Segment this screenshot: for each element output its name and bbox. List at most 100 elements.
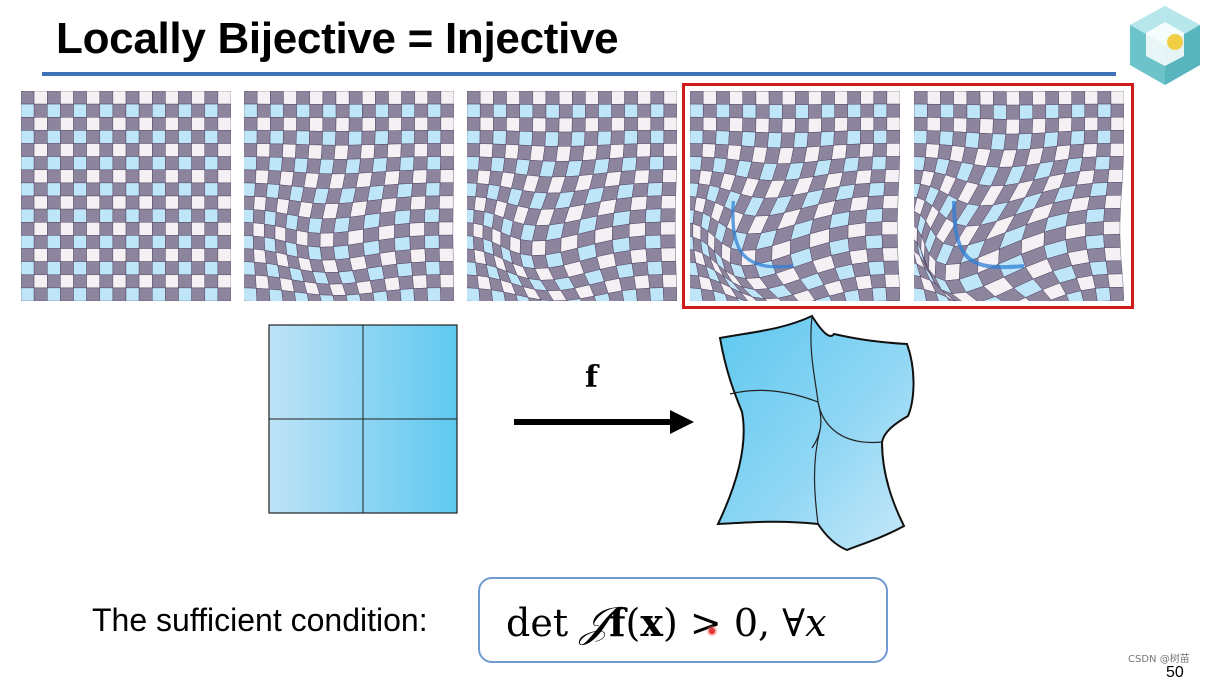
grid-cell	[60, 235, 74, 249]
grid-cell	[165, 169, 179, 184]
grid-cell	[347, 214, 366, 232]
grid-cell	[112, 261, 127, 275]
grid-cell	[60, 222, 74, 236]
grid-cell	[191, 143, 205, 157]
grid-cell	[438, 234, 454, 249]
grid-cell	[394, 236, 411, 252]
grid-cell	[399, 156, 415, 171]
grid-cell	[660, 221, 676, 236]
grid-cell	[413, 287, 428, 301]
grid-cell	[635, 156, 651, 171]
grid-cell	[344, 158, 361, 174]
grid-cell	[99, 287, 114, 301]
grid-cell	[359, 292, 375, 301]
grid-cell	[99, 143, 114, 157]
grid-cell	[178, 169, 192, 184]
grid-cell	[335, 91, 350, 105]
grid-cell	[631, 261, 649, 277]
grid-cell	[518, 131, 533, 146]
grid-cell	[47, 182, 61, 197]
grid-cell	[112, 195, 127, 210]
grid-cell	[609, 144, 625, 159]
grid-cell	[558, 91, 573, 105]
grid-cell	[663, 117, 677, 131]
reference-square	[268, 324, 458, 514]
grid-cell	[152, 195, 166, 210]
grid-cell	[645, 195, 662, 210]
grid-cell	[414, 103, 428, 118]
grid-cell	[178, 287, 192, 301]
grid-cell	[99, 222, 114, 236]
grid-cell	[112, 143, 127, 157]
grid-cell	[138, 130, 153, 144]
grid-cell	[363, 240, 380, 257]
grid-cell	[178, 182, 192, 197]
grid-cell	[730, 287, 749, 301]
grid-cell	[648, 274, 664, 289]
grid-cell	[73, 182, 87, 197]
grid-cell	[398, 275, 414, 290]
grid-cell	[425, 261, 441, 276]
grid-cell	[660, 195, 676, 210]
grid-cell	[515, 294, 530, 301]
grid-cell	[319, 246, 336, 261]
grid-cell	[86, 143, 100, 157]
grid-cell	[724, 293, 739, 301]
grid-cell	[86, 261, 100, 275]
grid-cell	[295, 144, 310, 159]
grid-cell	[381, 263, 399, 279]
grid-cell	[252, 222, 265, 238]
grid-cell	[401, 130, 415, 145]
grid-cell	[86, 248, 100, 262]
grid-cell	[662, 156, 677, 170]
grid-cell	[381, 184, 399, 200]
grid-cell	[21, 143, 35, 157]
grid-cell	[320, 218, 337, 234]
grid-cell	[244, 209, 254, 223]
grid-cell	[138, 117, 153, 131]
grid-panel-4	[690, 91, 900, 301]
grid-cell	[60, 208, 74, 223]
grid-cell	[650, 117, 665, 131]
grid-cell	[645, 248, 662, 263]
grid-cell	[637, 130, 651, 144]
grid-cell	[138, 182, 153, 197]
grid-cell	[333, 217, 351, 234]
grid-cell	[217, 117, 231, 131]
grid-cell	[635, 287, 651, 301]
grid-cell	[165, 130, 179, 144]
grid-cell	[178, 248, 192, 262]
grid-cell	[279, 170, 294, 187]
grid-cell	[191, 117, 205, 131]
grid-cell	[73, 248, 87, 262]
grid-cell	[138, 195, 153, 210]
grid-cell	[33, 287, 48, 301]
grid-cell	[395, 196, 412, 212]
grid-cell	[99, 117, 114, 131]
grid-cell	[99, 182, 114, 197]
grid-panel-2	[244, 91, 454, 301]
grid-cell	[650, 91, 665, 105]
grid-cell	[165, 156, 179, 170]
grid-cell	[33, 91, 48, 105]
grid-cell	[545, 104, 560, 119]
grid-cell	[467, 103, 481, 118]
grid-cell	[1109, 287, 1124, 301]
grid-cell	[285, 213, 299, 231]
grid-cell	[270, 104, 284, 118]
grid-cell	[138, 261, 153, 275]
grid-cell	[152, 156, 166, 170]
grid-cell	[375, 104, 389, 118]
grid-cell	[112, 208, 127, 223]
grid-cell	[473, 236, 485, 252]
grid-cell	[125, 287, 140, 301]
grid-cell	[383, 170, 400, 186]
grid-cell	[322, 117, 337, 132]
grid-cell	[503, 291, 518, 301]
title-underline	[42, 72, 1116, 76]
grid-cell	[256, 130, 271, 144]
grid-cell	[99, 130, 114, 144]
grid-cell	[112, 248, 127, 262]
grid-cell	[204, 195, 219, 210]
grid-cell	[165, 274, 179, 289]
